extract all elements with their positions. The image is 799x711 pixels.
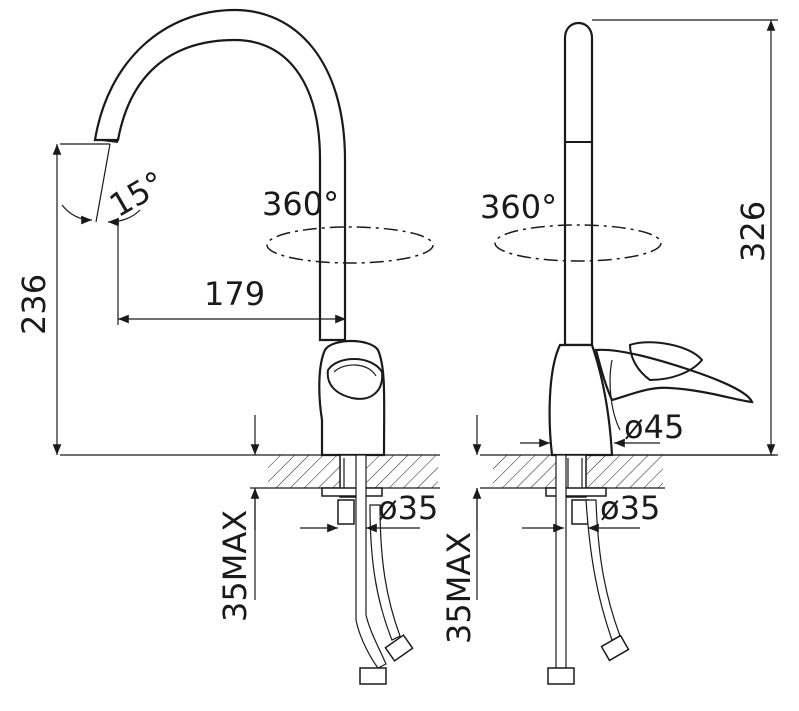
reach-label: 179 — [204, 275, 265, 313]
counter-thickness-right: 35MAX — [440, 415, 482, 644]
height-dimension-236: 236 — [15, 144, 62, 455]
rotation-label-left: 360° — [262, 185, 339, 223]
counter-thickness-left: 35MAX — [216, 415, 260, 622]
hole-diameter-right: ø35 — [522, 489, 660, 533]
front-view: 15° 360° 179 236 35MAX ø35 — [15, 8, 440, 685]
countertop-right — [480, 454, 775, 489]
faucet-body-right — [548, 341, 754, 457]
height-326-label: 326 — [734, 201, 772, 262]
counter-thickness-right-label: 35MAX — [440, 532, 478, 644]
hole-diameter-right-label: ø35 — [600, 489, 660, 527]
spout-angle-annotation: 15° — [60, 143, 171, 227]
base-diameter-label: ø45 — [624, 408, 684, 446]
height-dimension-326: 326 — [592, 19, 778, 456]
supply-hoses-right — [547, 454, 630, 685]
hole-diameter-left-label: ø35 — [378, 489, 438, 527]
spout-gooseneck — [93, 8, 347, 342]
supply-hoses-left — [355, 454, 414, 685]
reach-dimension: 179 — [117, 222, 346, 325]
rotation-label-right: 360° — [480, 188, 557, 226]
rotation-indicator-left: 360° — [262, 185, 434, 264]
counter-thickness-left-label: 35MAX — [216, 510, 254, 622]
base-diameter: ø45 — [520, 408, 684, 448]
hole-diameter-left: ø35 — [300, 489, 438, 533]
spout-side — [563, 22, 594, 347]
faucet-body-left — [318, 340, 386, 457]
rotation-indicator-right: 360° — [480, 188, 662, 262]
spout-angle-label: 15° — [103, 164, 171, 225]
side-view: 360° 326 ø45 35MAX ø35 — [440, 19, 778, 685]
countertop-left — [60, 454, 440, 489]
mounting-shank-right — [545, 454, 607, 525]
height-236-label: 236 — [15, 274, 53, 335]
